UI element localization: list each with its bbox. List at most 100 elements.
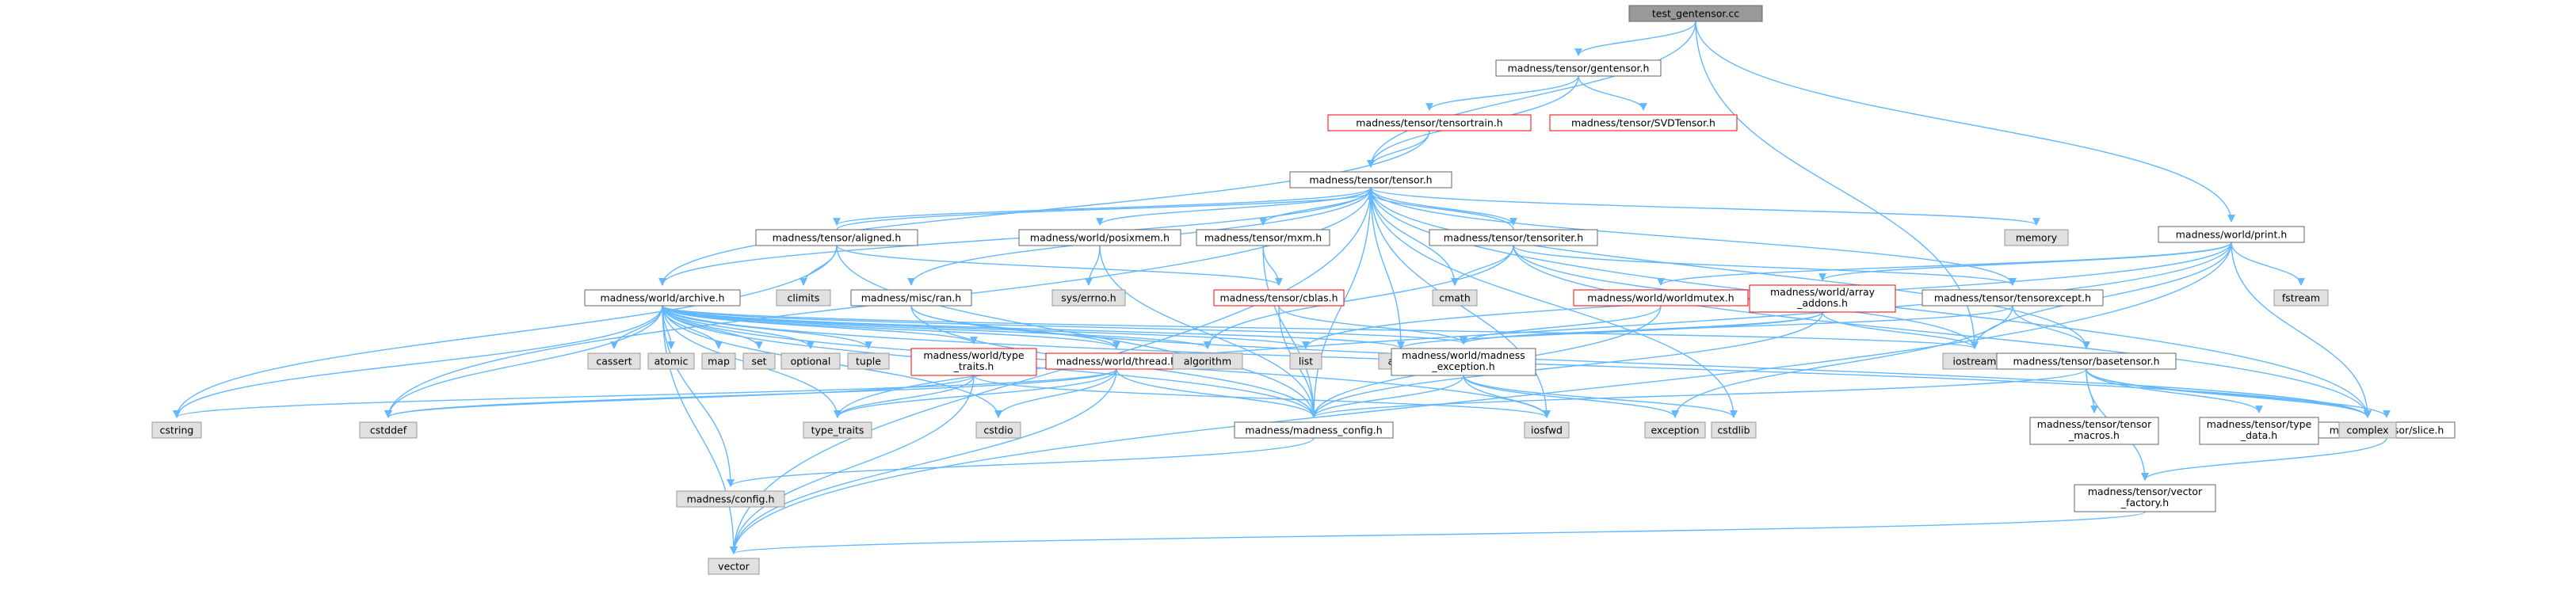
node-tuple: tuple [847, 352, 890, 370]
node-label-ran-0: madness/misc/ran.h [861, 292, 961, 304]
node-worldmutex[interactable]: madness/world/worldmutex.h [1573, 289, 1749, 307]
edge-tensorexcept-to-exception [1671, 305, 2013, 418]
node-print[interactable]: madness/world/print.h [2158, 226, 2305, 243]
edge-typetraitsh-to-vector [730, 375, 975, 554]
node-label-syserrno-0: sys/errno.h [1061, 292, 1116, 304]
node-label-vector-0: vector [718, 561, 750, 573]
node-box-tensoriter [1429, 229, 1598, 246]
node-label-arrayaddons-0: madness/world/array [1770, 286, 1876, 298]
node-box-cmath [1432, 289, 1478, 307]
edge-print-to-arrayaddons [1818, 242, 2232, 281]
edge-aligned-to-cblas [836, 245, 1283, 286]
node-label-madconfig-0: madness/madness_config.h [1245, 425, 1382, 436]
node-label-complex-0: complex [2347, 425, 2389, 436]
node-archive[interactable]: madness/world/archive.h [584, 289, 741, 307]
edge-basetensor-to-madconfig [1310, 368, 2087, 418]
edge-thread-to-vector [730, 368, 1117, 554]
node-label-map-0: map [708, 356, 730, 368]
node-box-cassert [587, 352, 641, 370]
edge-thread-to-cstddef [384, 368, 1117, 418]
node-typedata[interactable]: madness/tensor/type_data.h [2199, 417, 2319, 445]
edge-thread-to-madconfig [1116, 368, 1318, 418]
edge-thread-to-type_traits [834, 368, 1117, 418]
edge-ran-to-complex [910, 305, 2372, 418]
edge-aligned-to-madconfig [836, 245, 1318, 418]
node-box-worldmutex [1573, 289, 1749, 307]
node-box-madconfig [1234, 421, 1394, 439]
edge-tensor-to-aligned [833, 187, 1372, 226]
edge-tensor-to-posixmem [1096, 187, 1372, 226]
node-thread[interactable]: madness/world/thread.h [1045, 352, 1188, 370]
node-box-tensor [1289, 171, 1452, 189]
node-box-gentensor [1495, 59, 1662, 77]
node-tensoriter[interactable]: madness/tensor/tensoriter.h [1429, 229, 1598, 246]
node-tensor[interactable]: madness/tensor/tensor.h [1289, 171, 1452, 189]
node-cblas[interactable]: madness/tensor/cblas.h [1213, 289, 1345, 307]
node-label-cmath-0: cmath [1439, 292, 1471, 304]
node-label-tuple-0: tuple [856, 356, 881, 368]
node-memory: memory [2004, 229, 2069, 246]
edge-worldmutex-to-madexc [1460, 305, 1662, 345]
edge-tensor-to-archive [658, 187, 1372, 286]
node-tensormacros[interactable]: madness/tensor/tensor_macros.h [2029, 417, 2159, 445]
node-madexc[interactable]: madness/world/madness_exception.h [1391, 348, 1536, 376]
edge-archive-to-cstddef [384, 305, 663, 418]
node-aligned[interactable]: madness/tensor/aligned.h [755, 229, 918, 246]
node-label-svdtensor-0: madness/tensor/SVDTensor.h [1571, 117, 1715, 129]
node-svdtensor[interactable]: madness/tensor/SVDTensor.h [1549, 114, 1738, 131]
edge-archive-to-typetraitsh [662, 305, 978, 345]
node-label-basetensor-0: madness/tensor/basetensor.h [2013, 356, 2159, 368]
node-box-arrayaddons [1749, 284, 1896, 313]
node-label-cstring-0: cstring [160, 425, 194, 436]
node-box-optional [780, 352, 841, 370]
node-label-vectorfactory-1: _factory.h [2120, 497, 2169, 508]
edge-posixmem-to-madconfig [1099, 245, 1318, 418]
edge-basetensor-to-typedata [2086, 368, 2263, 413]
node-box-vector [708, 558, 760, 575]
node-cassert: cassert [587, 352, 641, 370]
node-tensortrain[interactable]: madness/tensor/tensortrain.h [1327, 114, 1532, 131]
node-basetensor[interactable]: madness/tensor/basetensor.h [1996, 352, 2177, 370]
edge-gentensor-to-svdtensor [1578, 75, 1647, 111]
node-box-tensormacros [2029, 417, 2159, 445]
edge-print-to-vector [730, 242, 2232, 554]
node-label-typedata-0: madness/tensor/type [2207, 418, 2312, 430]
edge-thread-to-cstdio [994, 368, 1117, 418]
edge-gentensor-to-tensortrain [1425, 75, 1579, 111]
node-madconfig[interactable]: madness/madness_config.h [1234, 421, 1394, 439]
node-algorithm: algorithm [1172, 352, 1243, 370]
node-box-print [2158, 226, 2305, 243]
node-box-cstddef [359, 421, 418, 439]
node-box-cstdlib [1711, 421, 1757, 439]
edge-archive-to-vector [662, 305, 738, 554]
node-complex: complex [2338, 421, 2397, 439]
node-config: madness/config.h [676, 490, 785, 508]
node-label-madexc-1: _exception.h [1431, 360, 1494, 372]
node-root[interactable]: test_gentensor.cc [1628, 5, 1763, 22]
edge-tensortrain-to-archive [658, 130, 1430, 286]
node-label-iostream-0: iostream [1953, 356, 1997, 368]
node-label-set-0: set [751, 356, 766, 368]
node-label-vectorfactory-0: madness/tensor/vector [2088, 486, 2203, 497]
node-typetraitsh[interactable]: madness/world/type_traits.h [910, 348, 1037, 376]
edge-archive-to-tuple [662, 305, 872, 349]
edge-archive-to-cstring [173, 305, 663, 418]
node-ran[interactable]: madness/misc/ran.h [850, 289, 972, 307]
edge-root-to-gentensor [1574, 21, 1696, 56]
node-tensorexcept[interactable]: madness/tensor/tensorexcept.h [1922, 289, 2104, 307]
edge-mxm-to-madconfig [1262, 245, 1318, 418]
node-label-print-0: madness/world/print.h [2176, 229, 2288, 241]
node-posixmem[interactable]: madness/world/posixmem.h [1018, 229, 1181, 246]
node-label-type_traits-0: type_traits [811, 425, 864, 436]
node-mxm[interactable]: madness/tensor/mxm.h [1196, 229, 1330, 246]
node-atomic: atomic [647, 352, 695, 370]
node-arrayaddons[interactable]: madness/world/array_addons.h [1749, 284, 1896, 313]
edge-tensor-to-tensoriter [1370, 187, 1517, 226]
edge-cblas-to-madexc [1278, 305, 1467, 345]
node-type_traits: type_traits [803, 421, 872, 439]
edge-posixmem-to-syserrno [1085, 245, 1101, 286]
node-label-mxm-0: madness/tensor/mxm.h [1204, 232, 1322, 244]
node-vectorfactory[interactable]: madness/tensor/vector_factory.h [2074, 484, 2216, 512]
node-gentensor[interactable]: madness/tensor/gentensor.h [1495, 59, 1662, 77]
edge-archive-to-algorithm [662, 305, 1212, 349]
